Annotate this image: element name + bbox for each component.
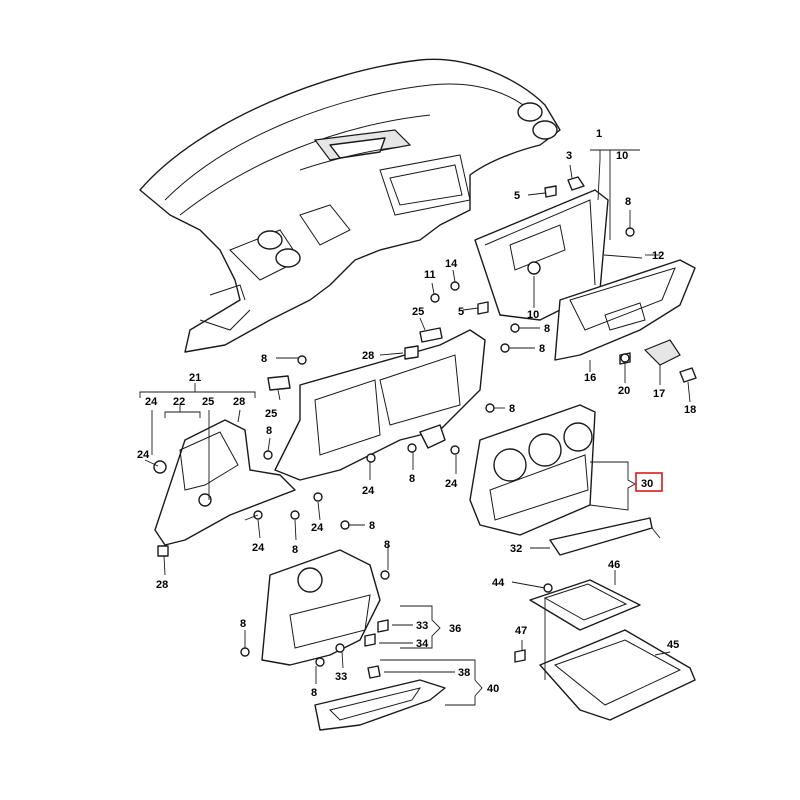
callout-24-e: 24 [252, 542, 265, 554]
left-lower-panel [153, 419, 296, 557]
callout-25-mid: 25 [412, 306, 424, 318]
callout-8-lower1: 8 [292, 544, 298, 556]
climate-control-bezel [469, 404, 596, 536]
upper-glovebox-assembly [474, 176, 643, 321]
highlight-box-30 [635, 472, 663, 492]
callout-33-b: 33 [335, 671, 347, 683]
callout-22: 22 [173, 396, 185, 408]
callout-24-f: 24 [311, 522, 324, 534]
callout-25-center: 25 [265, 408, 277, 420]
storage-bin-45 [514, 629, 696, 721]
callout-12: 12 [652, 250, 664, 262]
bracket-46 [529, 579, 641, 631]
callout-10-top: 10 [616, 150, 628, 162]
callout-24-a: 24 [145, 396, 158, 408]
callout-11: 11 [424, 269, 436, 281]
dashboard-body [139, 58, 561, 353]
callout-28-bottom: 28 [156, 579, 168, 591]
callout-8-console: 8 [384, 539, 390, 551]
callout-16: 16 [584, 372, 596, 384]
callout-38: 38 [458, 667, 470, 679]
callout-10-mid: 10 [527, 309, 539, 321]
callout-8-top: 8 [625, 196, 631, 208]
callout-33-a: 33 [416, 620, 428, 632]
callout-46: 46 [608, 559, 620, 571]
leader-lines [139, 149, 691, 706]
callout-5-mid: 5 [458, 306, 464, 318]
lower-center-console [261, 549, 389, 666]
callout-28-left: 28 [233, 396, 245, 408]
callout-28-mid: 28 [362, 350, 374, 362]
callout-8-lower2: 8 [369, 520, 375, 532]
callout-labels: 1 3 10 5 8 12 11 14 10 5 25 8 8 28 8 16 … [137, 128, 696, 699]
callout-8-center: 8 [409, 473, 415, 485]
callout-1: 1 [596, 128, 602, 140]
callout-5-top: 5 [514, 190, 520, 202]
callout-25-left: 25 [202, 396, 214, 408]
callout-34: 34 [416, 638, 429, 650]
callout-30: 30 [641, 478, 653, 490]
fasteners [240, 227, 635, 667]
callout-40: 40 [487, 683, 499, 695]
callout-3: 3 [566, 150, 572, 162]
glovebox-16 [554, 259, 697, 383]
callout-8-console-left: 8 [240, 618, 246, 630]
callout-47: 47 [515, 625, 527, 637]
callout-14: 14 [445, 258, 458, 270]
callout-8-bottom: 8 [311, 687, 317, 699]
callout-21: 21 [189, 372, 201, 384]
callout-17: 17 [653, 388, 665, 400]
callout-24-c: 24 [362, 485, 375, 497]
center-lower-trim [267, 327, 486, 481]
callout-8-mid2: 8 [539, 343, 545, 355]
tray-40 [314, 665, 446, 731]
callout-36: 36 [449, 623, 461, 635]
callout-24-b: 24 [137, 449, 150, 461]
callout-8-left: 8 [261, 353, 267, 365]
callout-8-right: 8 [509, 403, 515, 415]
callout-24-d: 24 [445, 478, 458, 490]
callout-44: 44 [492, 577, 505, 589]
callout-32: 32 [510, 543, 522, 555]
callout-45: 45 [667, 639, 679, 651]
callout-8-mid1: 8 [544, 323, 550, 335]
trim-strip-32 [549, 517, 653, 556]
callout-8-knee: 8 [266, 425, 272, 437]
callout-20: 20 [618, 385, 630, 397]
callout-18: 18 [684, 404, 696, 416]
